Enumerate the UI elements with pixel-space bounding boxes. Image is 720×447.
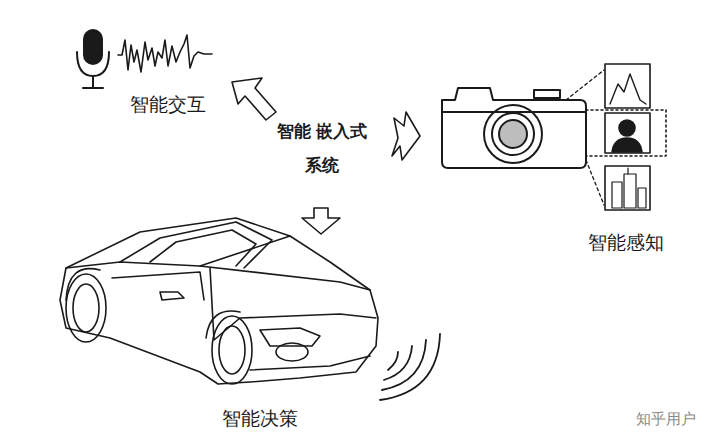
- section-label: 智能决策: [222, 406, 332, 431]
- signal-waves: [380, 334, 440, 400]
- hollow-arrow: [392, 112, 420, 160]
- section-label: 智能感知: [588, 230, 698, 255]
- car-illustration: [60, 218, 378, 384]
- sound-waveform: [118, 35, 212, 72]
- hollow-arrow: [302, 208, 340, 234]
- watermark: 知乎用户: [636, 410, 716, 430]
- section-label: 智能交互: [130, 92, 230, 117]
- camera-icon: [442, 88, 586, 168]
- hollow-arrow: [232, 78, 276, 120]
- center-label: 智能 嵌入式系统: [270, 114, 374, 182]
- microphone-icon: [77, 30, 109, 88]
- image-frame: [605, 166, 650, 210]
- image-frame: [586, 110, 666, 156]
- leader-line: [566, 70, 604, 205]
- image-frame: [605, 64, 650, 108]
